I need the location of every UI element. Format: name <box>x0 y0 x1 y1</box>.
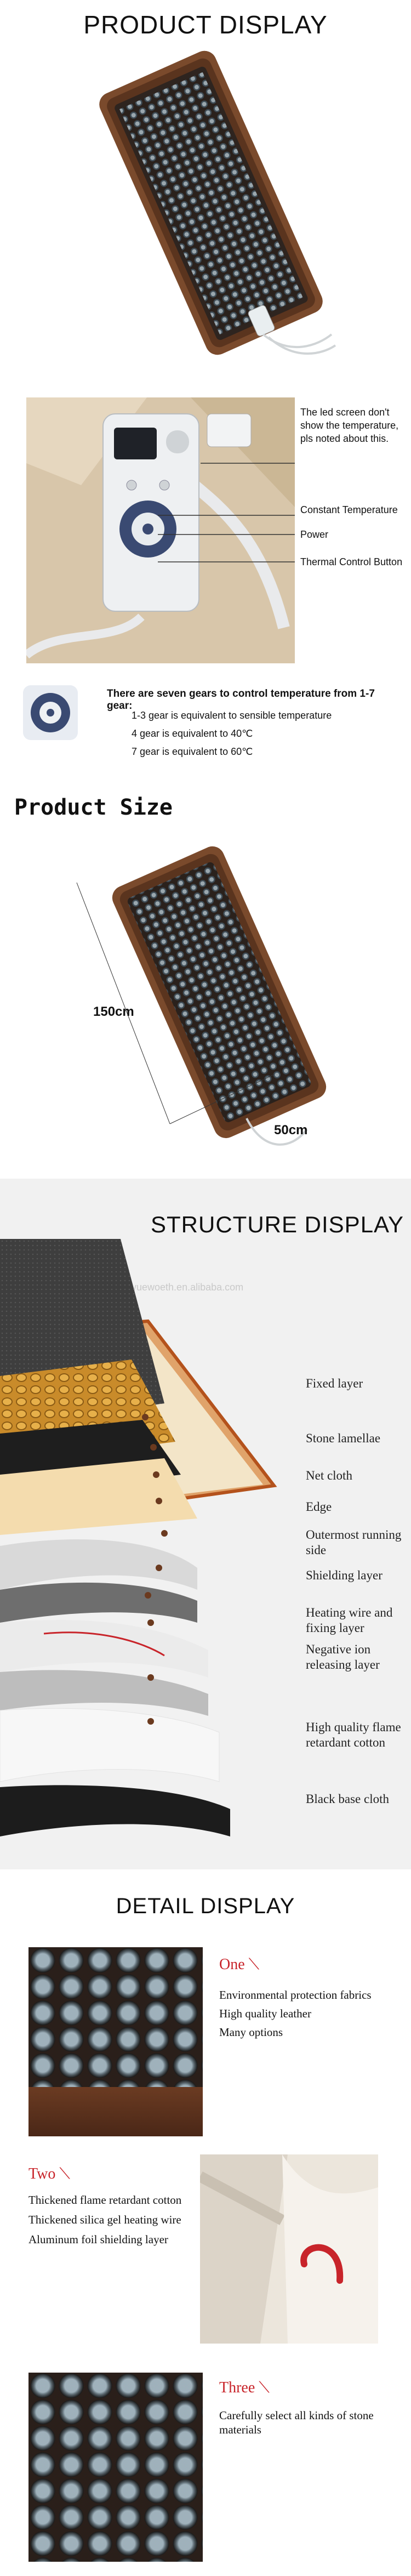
detail-two-label: Two ⟍ <box>28 2165 70 2183</box>
gear-line-1: 1-3 gear is equivalent to sensible tempe… <box>132 710 332 721</box>
slash-icon: ⟍ <box>259 2379 270 2396</box>
detail-three-photo <box>28 2373 203 2562</box>
detail-three-line-1: Carefully select all kinds of stone mate… <box>219 2409 374 2436</box>
size-width-label: 50cm <box>274 1123 308 1138</box>
size-length-label: 150cm <box>93 1004 134 1019</box>
detail-one-photo <box>28 1947 203 2136</box>
detail-one-lines: Environmental protection fabrics High qu… <box>219 1986 372 2042</box>
detail-two-line-3: Aluminum foil shielding layer <box>28 2233 168 2246</box>
layer-label-shielding: Shielding layer <box>306 1568 383 1582</box>
detail-two-label-text: Two <box>28 2165 56 2182</box>
layer-label-edge: Edge <box>306 1500 332 1514</box>
layer-label-black-base-cloth: Black base cloth <box>306 1792 390 1806</box>
callout-led-screen: The led screen don't show the temperatur… <box>300 407 399 444</box>
structure-layers-illustration <box>0 1239 285 1858</box>
detail-two-photo <box>200 2154 378 2344</box>
callout-thermal-control-button: Thermal Control Button <box>300 556 403 567</box>
layer-label-outermost-running-side: Outermost running side <box>306 1528 402 1557</box>
detail-one-label: One ⟍ <box>219 1956 259 1974</box>
structure-title: STRUCTURE DISPLAY <box>151 1212 404 1237</box>
layer-label-flame-retardant-cotton: High quality flame retardant cotton <box>306 1720 401 1749</box>
controller-photo <box>26 397 295 663</box>
controller-dial-thumbnail <box>23 685 78 740</box>
gear-line-2: 4 gear is equivalent to 40℃ <box>132 728 253 739</box>
structure-watermark: yuewoeth.en.alibaba.com <box>132 1282 244 1293</box>
callout-power: Power <box>300 529 329 540</box>
gears-heading: There are seven gears to control tempera… <box>107 688 375 712</box>
layer-label-net-cloth: Net cloth <box>306 1469 352 1482</box>
detail-two-line-1: Thickened flame retardant cotton <box>28 2193 182 2207</box>
detail-display-title: DETAIL DISPLAY <box>116 1894 295 1918</box>
detail-two-line-2: Thickened silica gel heating wire <box>28 2213 181 2226</box>
product-size-diagram <box>66 844 351 1184</box>
detail-one-line-2: High quality leather <box>219 2007 311 2020</box>
layer-label-negative-ion: Negative ion releasing layer <box>306 1642 380 1671</box>
detail-one-label-text: One <box>219 1956 245 1973</box>
product-mat-image <box>82 49 340 356</box>
detail-one-line-1: Environmental protection fabrics <box>219 1988 372 2001</box>
layer-label-fixed: Fixed layer <box>306 1377 363 1390</box>
callout-constant-temperature: Constant Temperature <box>300 504 398 515</box>
detail-three-label-text: Three <box>219 2379 255 2396</box>
detail-three-label: Three ⟍ <box>219 2379 270 2397</box>
product-display-title: PRODUCT DISPLAY <box>83 10 328 39</box>
slash-icon: ⟍ <box>248 1956 260 1973</box>
detail-two-lines: Thickened flame retardant cotton Thicken… <box>28 2193 193 2247</box>
product-size-title: Product Size <box>14 795 173 820</box>
gear-line-3: 7 gear is equivalent to 60℃ <box>132 746 253 757</box>
layer-label-heating-wire: Heating wire and fixing layer <box>306 1606 393 1635</box>
detail-one-line-3: Many options <box>219 2026 283 2039</box>
layer-label-stone-lamellae: Stone lamellae <box>306 1431 381 1445</box>
slash-icon: ⟍ <box>59 2165 70 2182</box>
